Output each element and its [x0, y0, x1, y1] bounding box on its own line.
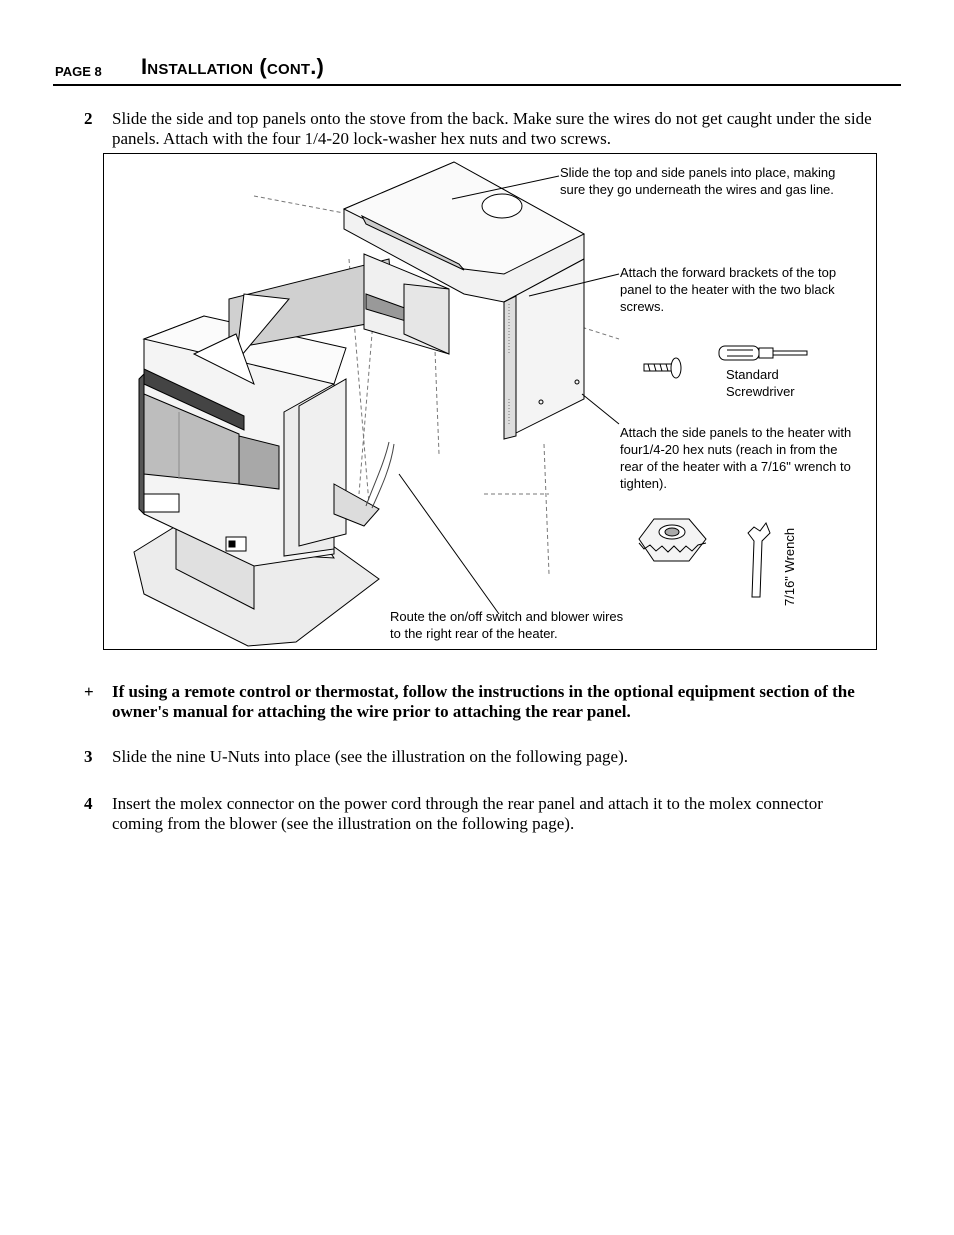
- callout-wires: Route the on/off switch and blower wires…: [390, 609, 624, 641]
- step-text: Slide the nine U-Nuts into place (see th…: [112, 747, 629, 766]
- callout-side-panels: Attach the side panels to the heater wit…: [620, 425, 852, 491]
- step-text: Insert the molex connector on the power …: [112, 794, 823, 833]
- step-text: If using a remote control or thermostat,…: [112, 682, 855, 721]
- page-header: PAGE 8 Installation (cont.): [55, 54, 900, 86]
- step-number: 4: [84, 794, 93, 813]
- step-text: Slide the side and top panels onto the s…: [112, 109, 872, 148]
- step-number: 2: [84, 109, 93, 128]
- wrench-label: 7/16" Wrench: [782, 527, 797, 606]
- callout-top-panel: Slide the top and side panels into place…: [560, 165, 836, 197]
- page-title: Installation (cont.): [141, 54, 325, 79]
- page-number: PAGE 8: [55, 64, 102, 79]
- header-rule: [53, 84, 901, 86]
- callout-screwdriver: Standard Screwdriver: [726, 367, 795, 399]
- step-number: 3: [84, 747, 93, 766]
- callout-forward-brackets: Attach the forward brackets of the top p…: [620, 265, 837, 314]
- installation-figure: Slide the top and side panels into place…: [103, 153, 877, 650]
- step-number: +: [84, 682, 94, 701]
- stove-illustration: [133, 161, 808, 647]
